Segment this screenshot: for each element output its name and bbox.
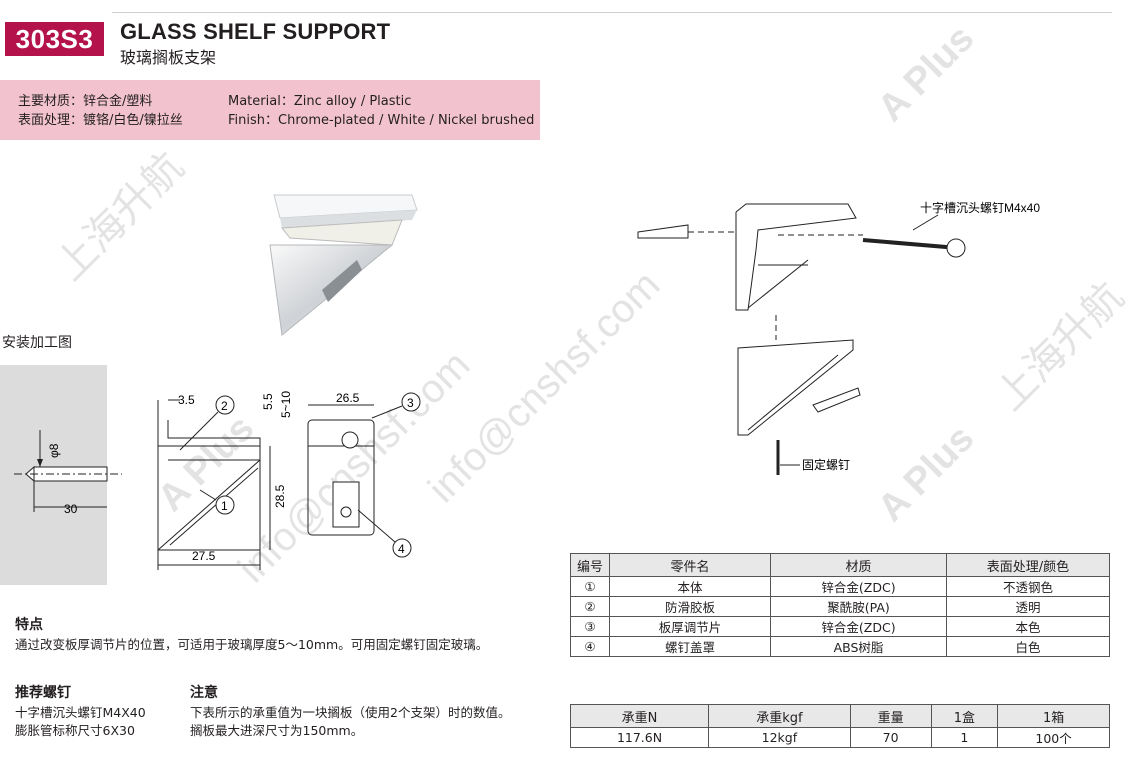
install-drawing: φ8 30 3.5 27.5 28.5 5.5 5~10 2 1 26.5 3 … xyxy=(0,365,421,585)
product-photo xyxy=(269,194,418,336)
fix-screw-label: 固定螺钉 xyxy=(802,457,850,472)
table-cell: ABS树脂 xyxy=(770,636,947,657)
table-header-cell: 1箱 xyxy=(997,704,1110,728)
recommend-line1: 十字槽沉头螺钉M4X40 xyxy=(15,705,146,720)
table-cell: 锌合金(ZDC) xyxy=(770,576,947,597)
table-cell: ④ xyxy=(570,636,610,657)
finish-en: Finish：Chrome-plated / White / Nickel br… xyxy=(228,113,535,128)
spec-band xyxy=(0,80,540,140)
table-cell: ① xyxy=(570,576,610,597)
recommend-line2: 膨胀管标称尺寸6X30 xyxy=(15,723,135,738)
dim-gap1: 5.5 xyxy=(261,393,275,410)
watermark-brand: A Plus xyxy=(870,17,983,130)
table-row: 117.6N 12kgf 70 1 100个 xyxy=(569,727,1110,748)
table-row: ④ 螺钉盖罩 ABS树脂 白色 xyxy=(570,636,1110,657)
material-cn: 主要材质：锌合金/塑料 xyxy=(18,94,153,109)
callout-3: 3 xyxy=(407,396,414,410)
dim-height: 28.5 xyxy=(273,484,287,508)
table-cell: 透明 xyxy=(946,596,1110,617)
table-cell: 防滑胶板 xyxy=(609,596,771,617)
hole-dia-label: φ8 xyxy=(47,443,61,458)
table-header-cell: 表面处理/颜色 xyxy=(946,553,1110,577)
table-cell: 本体 xyxy=(609,576,771,597)
load-table: 承重N 承重kgf 重量 1盒 1箱 117.6N 12kgf 70 1 100… xyxy=(569,704,1110,748)
screw-label: 十字槽沉头螺钉M4x40 xyxy=(920,200,1040,215)
table-cell: 100个 xyxy=(997,727,1110,748)
callout-1: 1 xyxy=(221,499,228,513)
table-row: ② 防滑胶板 聚酰胺(PA) 透明 xyxy=(570,596,1110,617)
table-header-cell: 重量 xyxy=(849,704,932,728)
table-header-cell: 零件名 xyxy=(609,553,771,577)
callout-2: 2 xyxy=(221,399,228,413)
table-cell: 1 xyxy=(930,727,999,748)
table-header-row: 编号 零件名 材质 表面处理/颜色 xyxy=(570,553,1110,577)
material-en: Material：Zinc alloy / Plastic xyxy=(228,94,412,109)
table-row: ① 本体 锌合金(ZDC) 不透钢色 xyxy=(570,576,1110,597)
recommend-title: 推荐螺钉 xyxy=(15,685,71,701)
table-cell: ② xyxy=(570,596,610,617)
table-cell: ③ xyxy=(570,616,610,637)
parts-table: 编号 零件名 材质 表面处理/颜色 ① 本体 锌合金(ZDC) 不透钢色 ② 防… xyxy=(570,553,1110,657)
notes-line1: 下表所示的承重值为一块搁板（使用2个支架）时的数值。 xyxy=(190,705,511,720)
table-header-cell: 材质 xyxy=(770,553,947,577)
finish-cn: 表面处理：镀铬/白色/镍拉丝 xyxy=(18,113,183,128)
table-cell: 锌合金(ZDC) xyxy=(770,616,947,637)
table-cell: 本色 xyxy=(946,616,1110,637)
table-header-cell: 1盒 xyxy=(930,704,999,728)
table-cell: 板厚调节片 xyxy=(609,616,771,637)
page-title: GLASS SHELF SUPPORT xyxy=(120,19,391,44)
notes-title: 注意 xyxy=(190,685,218,701)
features-text: 通过改变板厚调节片的位置，可适用于玻璃厚度5～10mm。可用固定螺钉固定玻璃。 xyxy=(15,637,489,652)
product-code-badge: 303S3 xyxy=(5,22,104,56)
watermark-cn: 上海升航 xyxy=(47,144,193,289)
notes-line2: 搁板最大进深尺寸为150mm。 xyxy=(190,723,364,738)
dim-gap2: 5~10 xyxy=(279,391,293,418)
callout-4: 4 xyxy=(398,542,405,556)
table-cell: 117.6N xyxy=(569,727,710,748)
table-cell: 不透钢色 xyxy=(946,576,1110,597)
table-cell: 白色 xyxy=(946,636,1110,657)
page-subtitle: 玻璃搁板支架 xyxy=(120,48,217,67)
table-header-cell: 编号 xyxy=(570,553,610,577)
dim-depth: 26.5 xyxy=(336,391,360,405)
exploded-drawing: 十字槽沉头螺钉M4x40 固定螺钉 xyxy=(637,200,1040,475)
hole-depth-label: 30 xyxy=(64,502,78,516)
features-title: 特点 xyxy=(15,617,43,633)
table-header-cell: 承重kgf xyxy=(708,704,851,728)
dim-width: 27.5 xyxy=(192,549,216,563)
table-cell: 螺钉盖罩 xyxy=(609,636,771,657)
top-rule xyxy=(112,12,1112,13)
install-label: 安装加工图 xyxy=(2,335,72,351)
table-row: ③ 板厚调节片 锌合金(ZDC) 本色 xyxy=(570,616,1110,637)
table-header-row: 承重N 承重kgf 重量 1盒 1箱 xyxy=(569,704,1110,728)
table-cell: 70 xyxy=(849,727,932,748)
dim-top: 3.5 xyxy=(178,393,195,407)
table-header-cell: 承重N xyxy=(569,704,710,728)
table-cell: 聚酰胺(PA) xyxy=(770,596,947,617)
table-cell: 12kgf xyxy=(708,727,851,748)
